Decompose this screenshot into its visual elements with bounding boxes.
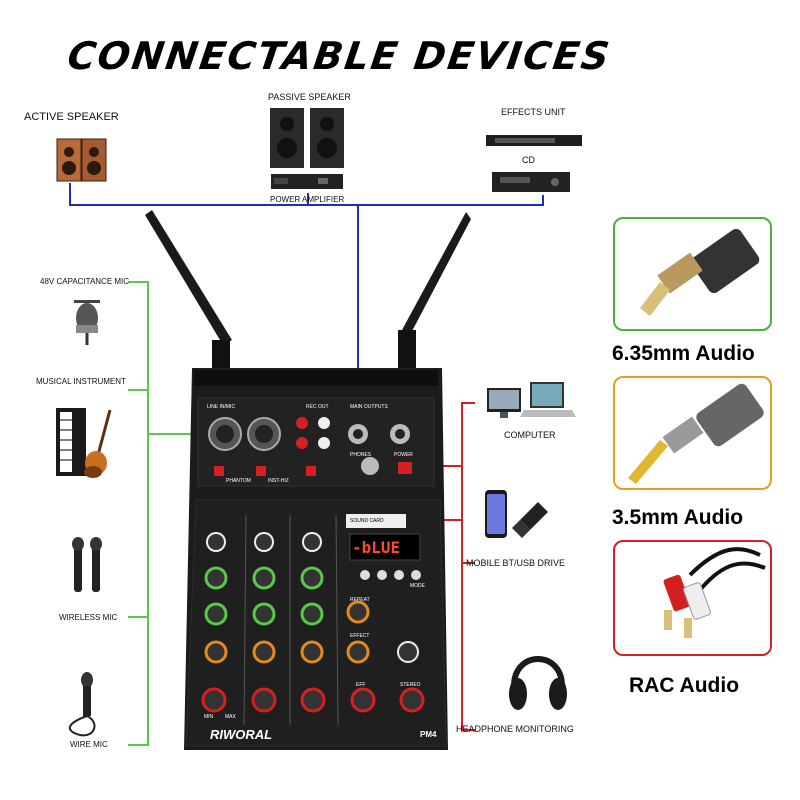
passive-speaker-label: PASSIVE SPEAKER <box>268 92 351 102</box>
headphone-image <box>509 656 567 710</box>
power-amplifier-image <box>271 174 343 189</box>
effects-unit-label: EFFECTS UNIT <box>501 107 566 117</box>
xlr-input-1 <box>208 417 242 451</box>
active-speaker-label: ACTIVE SPEAKER <box>24 111 119 123</box>
stereo-label: STEREO <box>400 682 421 688</box>
wireless-mic-label: WIRELESS MIC <box>59 613 118 622</box>
rca-image <box>663 547 766 638</box>
headphone-label: HEADPHONE MONITORING <box>456 724 574 734</box>
connector-label-rca: RAC Audio <box>629 674 740 697</box>
xlr-input-2 <box>247 417 281 451</box>
connector-card-rca <box>613 540 772 656</box>
main-outputs-label: MAIN OUTPUTS <box>350 404 388 410</box>
rec-switch <box>306 466 316 476</box>
master-fx-knobs <box>346 600 419 664</box>
wire-mic-image <box>68 672 96 737</box>
inst-hiz-switch <box>256 466 266 476</box>
sound-card-label: SOUND CARD <box>350 518 384 524</box>
min-label: MIN <box>204 714 214 720</box>
active-speaker-image <box>56 138 107 182</box>
mobile-bt-usb-label: MOBILE BT/USB DRIVE <box>466 558 566 568</box>
sound-card-panel <box>346 514 406 528</box>
repeat-label: REPEAT <box>350 597 370 603</box>
rec-out-label: REC OUT <box>306 404 329 410</box>
power-switch <box>398 462 412 474</box>
passive-speaker-image <box>270 108 344 168</box>
antenna-right <box>398 212 471 368</box>
phantom-switch <box>214 466 224 476</box>
computer-image <box>487 382 576 418</box>
capacitance-mic-label: 48V CAPACITANCE MIC <box>40 277 130 286</box>
inst-hiz-label: INST-HIZ <box>268 478 289 484</box>
max-label: MAX <box>225 714 236 720</box>
gain-knobs <box>206 532 322 552</box>
antenna-left <box>145 210 232 370</box>
effect-label: EFFECT <box>350 633 370 639</box>
volume-knobs <box>201 687 425 713</box>
mixer-brand: RIWORAL <box>210 727 273 742</box>
eq-low-knobs <box>204 602 324 626</box>
led-display <box>349 533 421 561</box>
wireless-mic-image <box>72 537 102 592</box>
transport-buttons <box>360 570 421 580</box>
phantom-label: PHANTOM <box>226 478 251 484</box>
eff-label: EFF <box>356 682 366 688</box>
musical-instrument-label: MUSICAL INSTRUMENT <box>36 377 126 386</box>
phones-jack <box>361 457 379 475</box>
connector-label-35: 3.5mm Audio <box>612 506 744 529</box>
main-output-jacks <box>348 424 410 444</box>
jack-35-image <box>628 383 764 484</box>
cd-player-image <box>492 172 570 192</box>
phones-label: PHONES <box>350 452 372 458</box>
eq-high-knobs <box>204 566 324 590</box>
fx-knobs <box>204 640 324 664</box>
musical-instrument-image <box>56 408 112 478</box>
rca-rec-out <box>296 417 330 449</box>
line-mic-label: LINE IN/MIC <box>207 404 236 410</box>
mixer-model: PM4 <box>420 730 437 739</box>
power-amplifier-label: POWER AMPLIFIER <box>270 195 345 204</box>
connector-card-35 <box>613 376 772 490</box>
power-label: POWER <box>394 452 413 458</box>
effects-unit-image <box>486 135 582 146</box>
condenser-mic-image <box>74 300 100 345</box>
mode-label: MODE <box>410 583 425 589</box>
computer-label: COMPUTER <box>504 430 556 440</box>
cd-label: CD <box>522 155 535 165</box>
wire-mic-label: WIRE MIC <box>70 740 108 749</box>
connector-card-635 <box>613 217 772 331</box>
jack-635-image <box>640 228 760 316</box>
connector-label-635: 6.35mm Audio <box>612 342 755 365</box>
mobile-usb-image <box>485 490 548 538</box>
led-display-text: -bLUE <box>352 538 401 557</box>
